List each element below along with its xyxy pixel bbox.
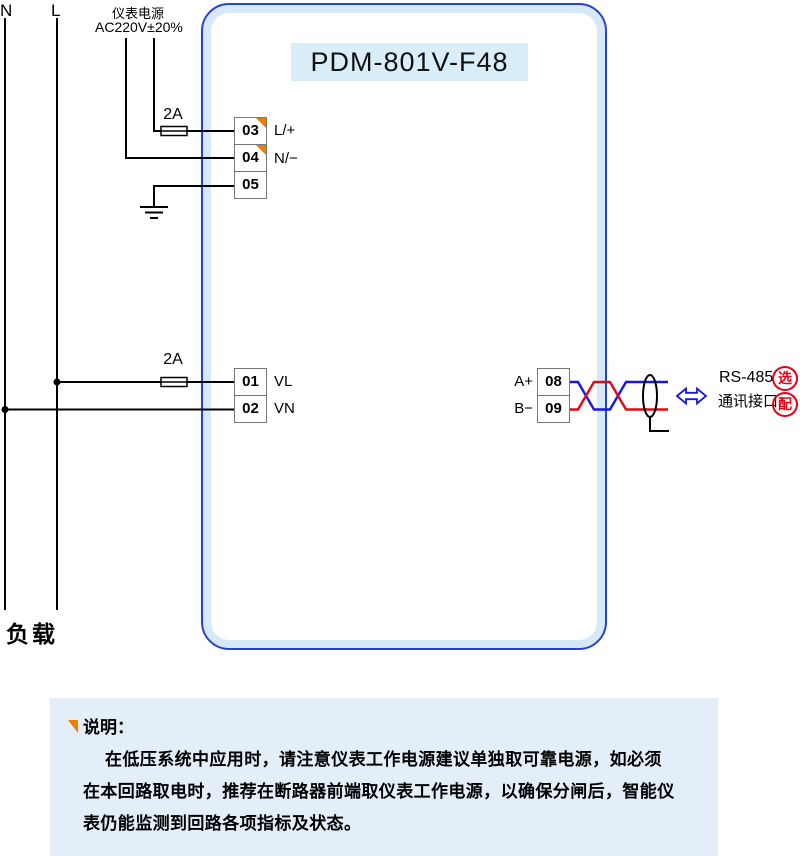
terminal-block-comm: 08 09 (537, 368, 570, 423)
note-text-line: 表仍能监测到回路各项指标及状态。 (83, 814, 362, 833)
rs485-label: RS-485 (719, 369, 774, 386)
terminal-number: 09 (545, 400, 562, 417)
corner-marker-icon (256, 145, 266, 155)
terminal-04-label: N/− (274, 150, 298, 167)
phase-n-label: N (0, 1, 13, 20)
terminal-number: 02 (242, 400, 259, 417)
terminal-number: 04 (242, 149, 259, 166)
terminal-block-power: 03 04 05 (234, 117, 267, 199)
corner-marker-icon (256, 118, 266, 128)
meter-power-rating: AC220V±20% (95, 19, 183, 35)
terminal-number: 05 (242, 176, 259, 193)
terminal-03-label: L/+ (274, 122, 296, 139)
rs485-wire-a (570, 380, 668, 411)
wire-to-03 (153, 38, 235, 132)
phase-l-label: L (51, 1, 61, 20)
terminal-number: 08 (545, 373, 562, 390)
fuse-rating-top: 2A (163, 106, 183, 123)
note-title: 说明： (83, 718, 134, 737)
optional-badge: 配 (772, 392, 798, 417)
device-model-title: PDM-801V-F48 (291, 43, 528, 81)
terminal-05: 05 (234, 171, 267, 199)
terminal-03: 03 (234, 117, 267, 145)
meter-power-label: 仪表电源 (111, 6, 164, 21)
rs485-twisted-pair (570, 374, 669, 432)
terminal-01-label: VL (274, 373, 293, 390)
ground-icon (140, 206, 168, 219)
fuse-icon (160, 125, 188, 137)
terminal-09-label: B− (514, 400, 533, 417)
rs485-wire-b (570, 380, 668, 411)
terminal-04: 04 (234, 144, 267, 172)
terminal-09: 09 (537, 395, 570, 423)
rs485-port-label: 通讯接口 (718, 393, 779, 410)
wire-to-04 (125, 38, 235, 159)
optional-badge: 选 (772, 366, 798, 391)
load-label: 负载 (6, 621, 58, 647)
wire-to-05 (153, 185, 235, 206)
terminal-08-label: A+ (514, 373, 533, 390)
fuse-rating-bottom: 2A (163, 351, 183, 368)
note-box: 说明： 在低压系统中应用时，请注意仪表工作电源建议单独取可靠电源，如必须 在本回… (50, 698, 718, 856)
terminal-number: 03 (242, 122, 259, 139)
double-arrow-icon (675, 386, 708, 406)
terminal-block-voltage: 01 02 (234, 368, 267, 423)
terminal-02: 02 (234, 395, 267, 423)
fuse-icon (160, 376, 188, 388)
bus-lines (4, 18, 58, 610)
terminal-02-label: VN (274, 400, 295, 417)
note-text-line: 在低压系统中应用时，请注意仪表工作电源建议单独取可靠电源，如必须 (105, 750, 662, 769)
voltage-wires (1, 378, 235, 413)
junction-dot (53, 378, 61, 386)
device-outline (201, 3, 607, 650)
note-text-line: 在本回路取电时，推荐在断路器前端取仪表工作电源，以确保分闸后，智能仪 (83, 782, 675, 801)
note-marker-icon (68, 720, 78, 733)
terminal-01: 01 (234, 368, 267, 396)
terminal-08: 08 (537, 368, 570, 396)
shield-drain-wire (649, 417, 669, 432)
terminal-number: 01 (242, 373, 259, 390)
junction-dot (1, 406, 9, 413)
power-wires (125, 38, 235, 206)
